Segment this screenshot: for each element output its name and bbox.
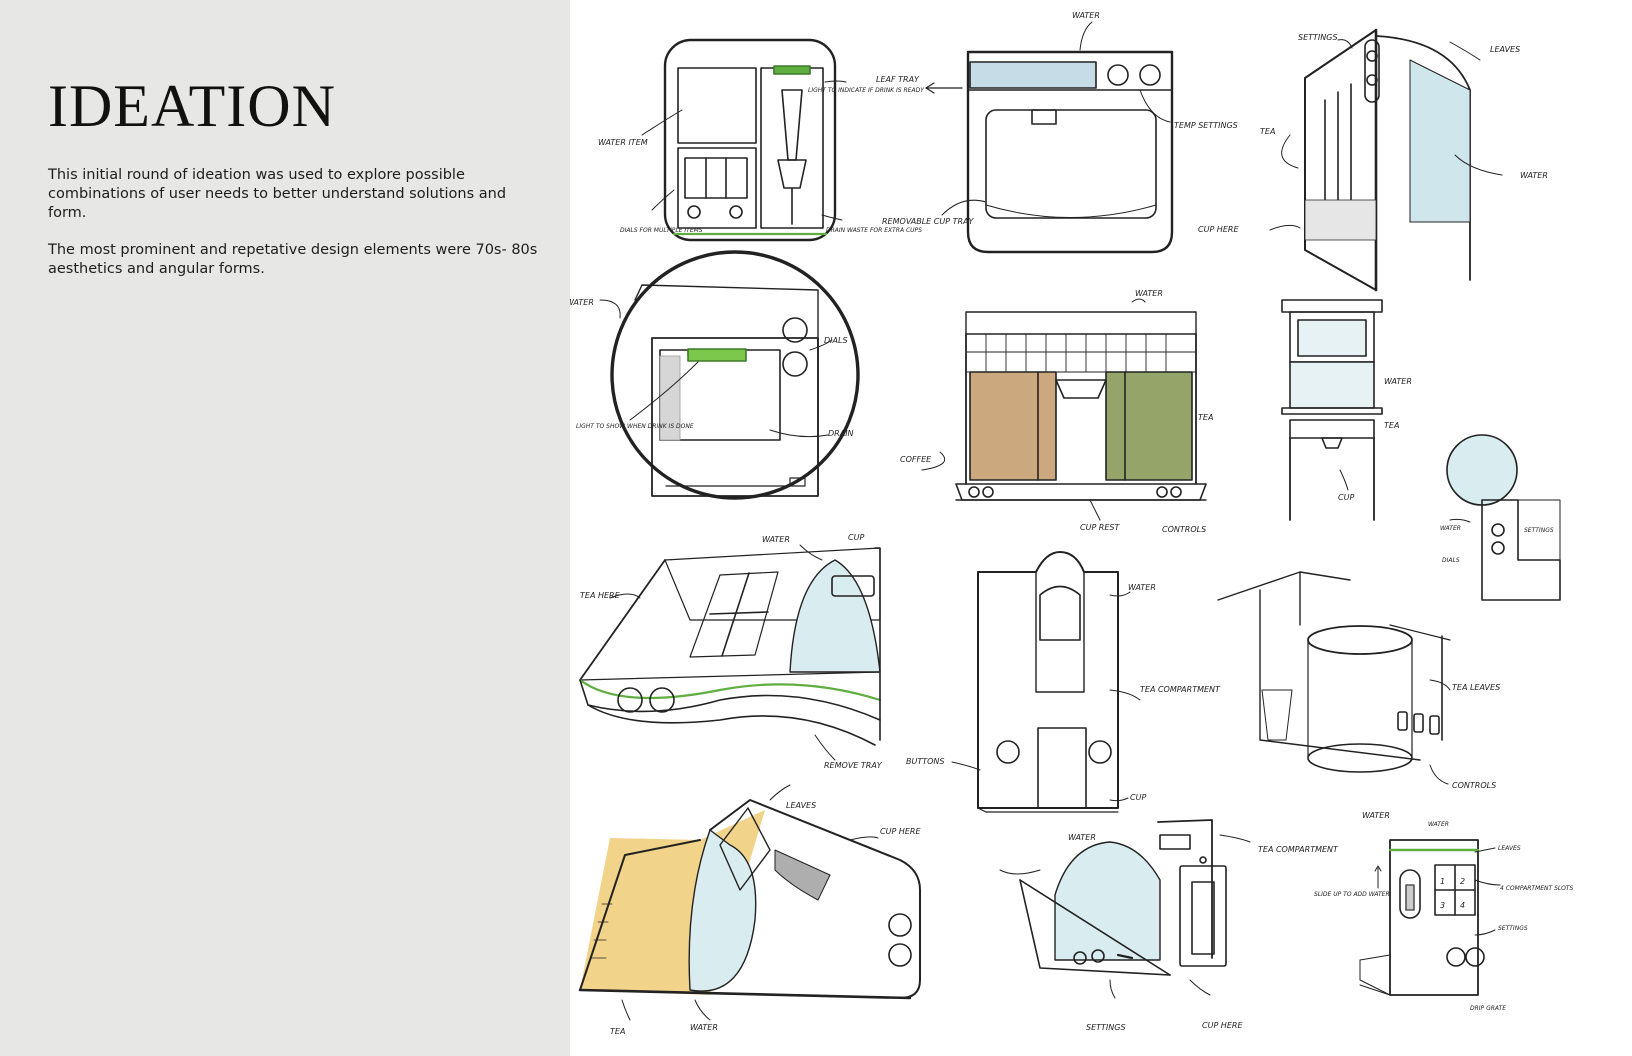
s13-label-compartment: 4 COMPARTMENT SLOTS (1500, 885, 1573, 892)
s12-label-tea: TEA COMPARTMENT (1258, 845, 1339, 854)
s11-label-tea: TEA (610, 1027, 625, 1036)
description: This initial round of ideation was used … (48, 166, 548, 297)
s2-label-temp: TEMP SETTINGS (1174, 121, 1238, 130)
s2-label-water: WATER (1072, 11, 1100, 20)
s13-label-water: WATER (1428, 821, 1449, 828)
compartment-number-2: 2 (1460, 877, 1465, 886)
s5-label-cup: CUP REST (1080, 523, 1121, 532)
s11-label-leaves: LEAVES (786, 801, 816, 810)
s13-label-leaves: LEAVES (1498, 845, 1521, 852)
s7-label-settings: SETTINGS (1524, 527, 1554, 534)
s2-label-cup: REMOVABLE CUP TRAY (882, 217, 974, 226)
sketch-1 (641, 38, 847, 242)
text-panel: IDEATION This initial round of ideation … (0, 0, 570, 1056)
description-paragraph-1: This initial round of ideation was used … (48, 167, 507, 221)
s1-label-light: LIGHT TO INDICATE IF DRINK IS READY (808, 87, 925, 94)
s3-label-settings: SETTINGS (1298, 33, 1338, 42)
s8-label-water: WATER (762, 535, 790, 544)
s9-label-water: WATER (1128, 583, 1156, 592)
s8-label-tea: TEA HERE (580, 591, 621, 600)
s4-label-dials: DIALS (824, 336, 848, 345)
compartment-number-4: 4 (1460, 901, 1465, 910)
s13-label-slide: SLIDE UP TO ADD WATER (1314, 891, 1390, 898)
sketch-4 (599, 250, 860, 500)
s6-label-cup: CUP (1338, 493, 1354, 502)
s3-label-cup: CUP HERE (1198, 225, 1239, 234)
s11-label-cup: CUP HERE (880, 827, 921, 836)
s10-label-tea: TEA LEAVES (1452, 683, 1500, 692)
sketch-13 (1359, 839, 1501, 996)
sketch-5 (921, 298, 1207, 521)
s3-label-water: WATER (1520, 171, 1548, 180)
s7-label-dials: DIALS (1442, 557, 1460, 564)
s2-label-leaf: LEAF TRAY (876, 75, 920, 84)
sketch-13-numbers: 1 2 3 4 (1440, 877, 1465, 910)
s9-label-buttons: BUTTONS (906, 757, 944, 766)
sketch-7 (1446, 434, 1561, 601)
sketch-8 (578, 544, 882, 761)
sketch-11 (578, 784, 921, 1021)
sketch-6 (1281, 299, 1383, 521)
sketch-sheet: 1 2 3 4 WATER ITEM LIGHT TO INDICATE IF … (570, 0, 1632, 1056)
s12-label-cup: CUP HERE (1202, 1021, 1243, 1030)
description-paragraph-2: The most prominent and repetative design… (48, 242, 538, 277)
s5-label-tea: TEA (1198, 413, 1213, 422)
s3-label-tea: TEA (1260, 127, 1275, 136)
s1-label-water: WATER ITEM (598, 138, 648, 147)
s7-label-water: WATER (1440, 525, 1461, 532)
sketch-12 (999, 819, 1251, 999)
s12-label-settings: SETTINGS (1086, 1023, 1126, 1032)
s5-label-controls: CONTROLS (1162, 525, 1206, 534)
s10-label-water: WATER (1362, 811, 1390, 820)
s4-label-drain: DRAIN (828, 429, 854, 438)
s8-label-tray: REMOVE TRAY (824, 761, 883, 770)
s13-label-drain: DRIP GRATE (1470, 1005, 1506, 1012)
s3-label-leaves: LEAVES (1490, 45, 1520, 54)
sketch-2 (925, 21, 1174, 254)
s8-label-cup: CUP (848, 533, 864, 542)
sketch-10 (1217, 571, 1451, 785)
s9-label-tea: TEA COMPARTMENT (1140, 685, 1221, 694)
s4-label-light: LIGHT TO SHOW WHEN DRINK IS DONE (576, 423, 694, 430)
s6-label-water: WATER (1384, 377, 1412, 386)
s4-label-water: WATER (570, 298, 594, 307)
sketch-3 (1269, 28, 1503, 292)
s10-label-controls: CONTROLS (1452, 781, 1496, 790)
s1-label-dials: DIALS FOR MULTIPLE ITEMS (620, 227, 703, 234)
s5-label-coffee: COFFEE (900, 455, 932, 464)
s13-label-settings: SETTINGS (1498, 925, 1528, 932)
s12-label-water: WATER (1068, 833, 1096, 842)
s5-label-water: WATER (1135, 289, 1163, 298)
sketch-9 (951, 551, 1141, 813)
page-title: IDEATION (48, 73, 336, 139)
s9-label-cup: CUP (1130, 793, 1146, 802)
s11-label-water: WATER (690, 1023, 718, 1032)
s1-label-drain: DRAIN WASTE FOR EXTRA CUPS (826, 227, 922, 234)
compartment-number-1: 1 (1440, 877, 1445, 886)
compartment-number-3: 3 (1440, 901, 1445, 910)
s6-label-tea: TEA (1384, 421, 1399, 430)
sketch-canvas: 1 2 3 4 WATER ITEM LIGHT TO INDICATE IF … (570, 11, 1573, 1036)
sketch-labels: WATER ITEM LIGHT TO INDICATE IF DRINK IS… (570, 11, 1573, 1036)
